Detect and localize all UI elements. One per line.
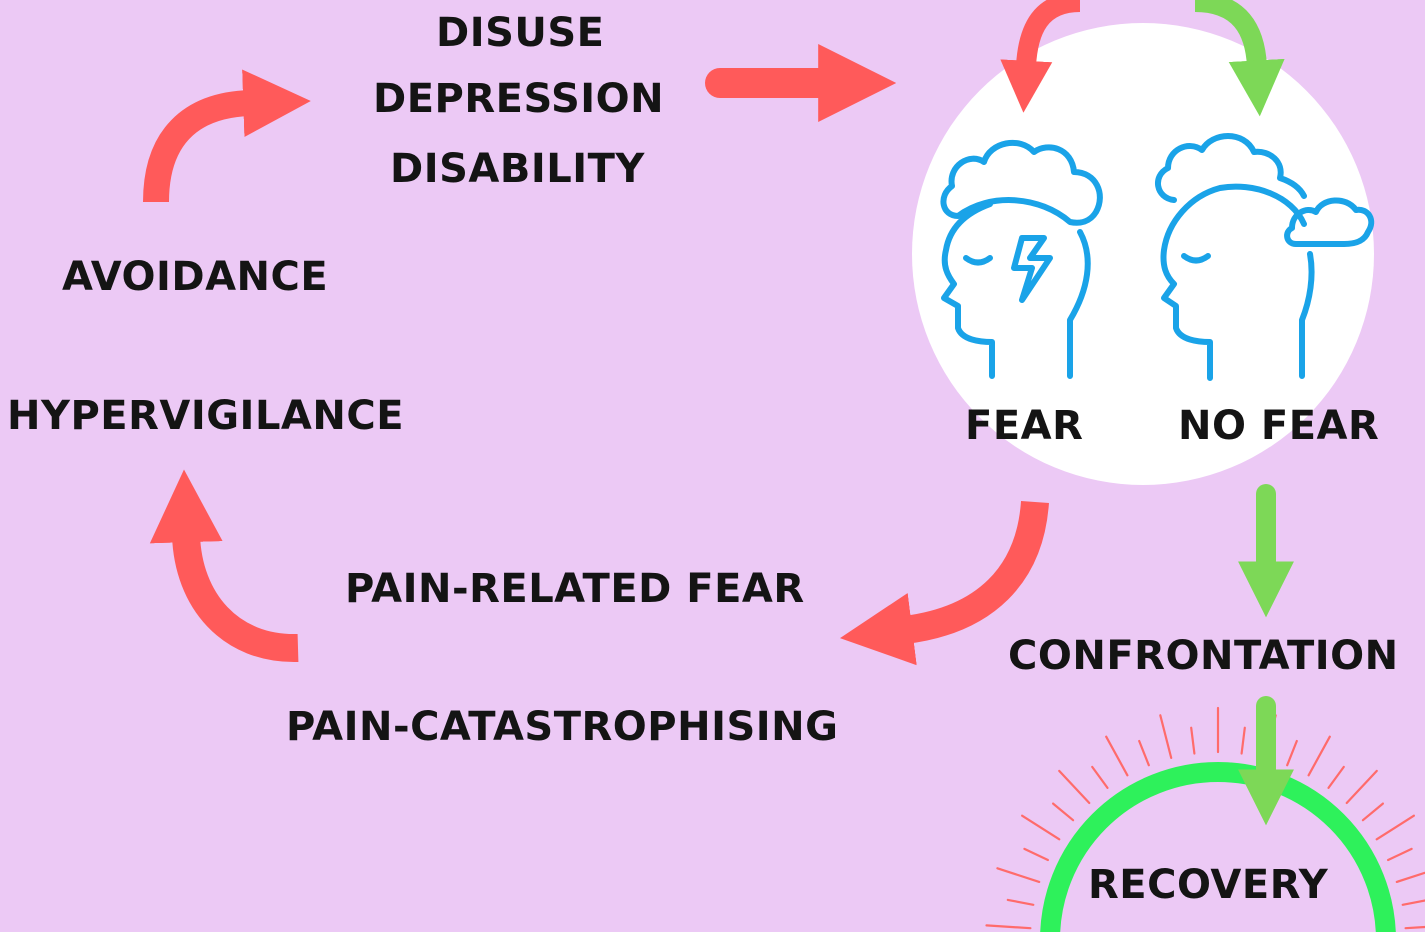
gauge-tick	[1092, 767, 1107, 788]
gauge-tick	[1406, 925, 1425, 928]
gauge-tick	[1024, 849, 1048, 860]
label-avoidance: AVOIDANCE	[62, 254, 328, 300]
gauge-tick	[1329, 767, 1344, 788]
label-no-fear: NO FEAR	[1178, 403, 1379, 449]
gauge-tick	[1022, 816, 1059, 840]
gauge-tick	[1363, 804, 1383, 821]
gauge-tick	[997, 868, 1039, 882]
gauge-tick	[1403, 900, 1425, 905]
arrow-avoidance-to-disuse	[156, 103, 250, 202]
gauge-tick	[1160, 715, 1171, 758]
gauge-tick	[1139, 741, 1149, 765]
label-depression: DEPRESSION	[373, 76, 664, 122]
gauge-tick	[1008, 900, 1034, 905]
gauge-tick	[1388, 849, 1412, 860]
arrow-catastrophising-to-hypervigilance	[186, 535, 298, 648]
label-recovery: RECOVERY	[1088, 862, 1328, 908]
label-pain-catastrophising: PAIN-CATASTROPHISING	[286, 704, 838, 750]
label-disuse: DISUSE	[436, 10, 605, 56]
label-hypervigilance: HYPERVIGILANCE	[7, 393, 404, 439]
gauge-tick	[1059, 771, 1089, 803]
label-confrontation: CONFRONTATION	[1008, 633, 1399, 679]
gauge-tick	[1287, 741, 1297, 765]
gauge-tick	[987, 925, 1031, 928]
gauge-tick	[1377, 816, 1414, 840]
gauge-tick	[1106, 737, 1127, 776]
gauge-tick	[1191, 728, 1194, 754]
gauge-tick	[1347, 771, 1377, 803]
gauge-tick	[1053, 804, 1073, 821]
arrow-fear-to-pain-related-fear	[905, 502, 1035, 630]
label-fear: FEAR	[965, 403, 1083, 449]
gauge-tick	[1397, 868, 1425, 882]
gauge-tick	[1242, 728, 1245, 754]
label-pain-related-fear: PAIN-RELATED FEAR	[345, 566, 805, 612]
gauge-tick	[1309, 737, 1330, 776]
gauge-arc	[1050, 772, 1386, 932]
label-disability: DISABILITY	[390, 146, 645, 192]
